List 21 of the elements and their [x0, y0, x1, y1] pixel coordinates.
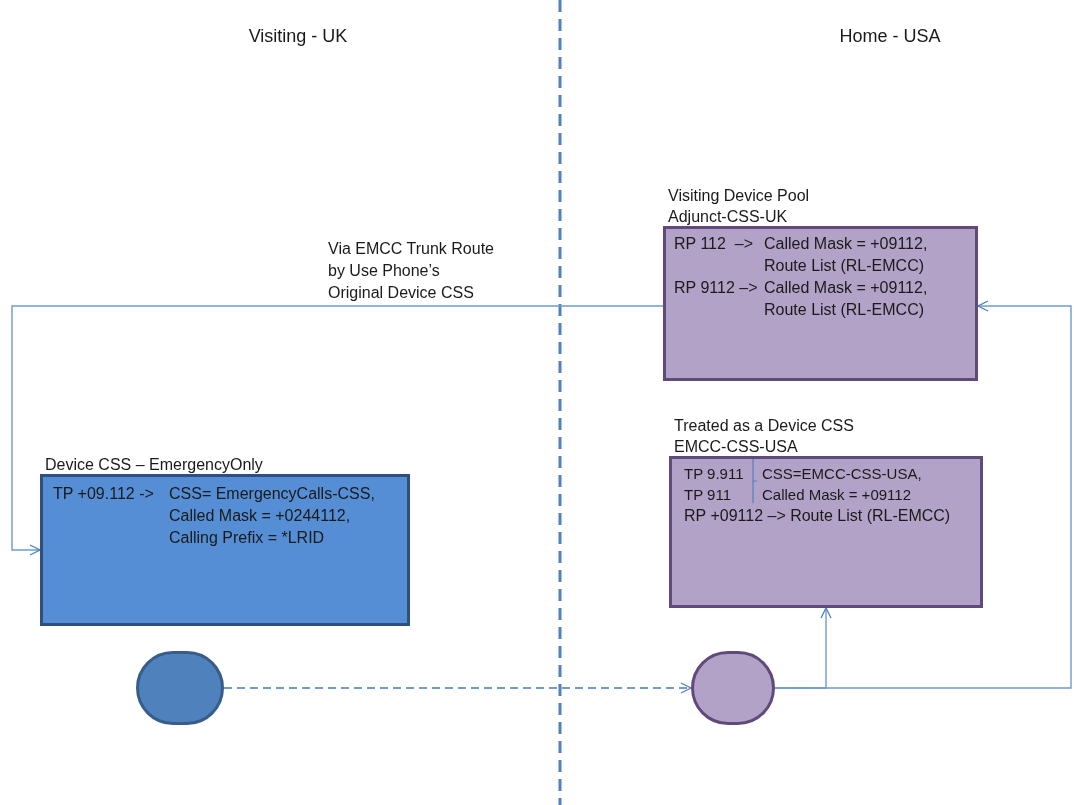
- connector-arrow: [223, 682, 692, 694]
- box-text: TP +09.112 ->: [53, 484, 155, 504]
- connector-arrow: [774, 300, 1072, 689]
- box-text: TP 9.911: [684, 464, 745, 484]
- box-heading: Adjunct-CSS-UK: [668, 207, 789, 227]
- box-heading: Device CSS – EmergencyOnly: [45, 455, 263, 475]
- box-text: Called Mask = +09112, Route List (RL-EMCC): [764, 234, 929, 276]
- box-text: RP 9112 –>: [674, 278, 759, 298]
- box-heading: EMCC-CSS-USA: [674, 437, 799, 457]
- box-text: RP 112 –>: [674, 234, 755, 254]
- box-text: TP 911: [684, 485, 732, 505]
- box-text: CSS= EmergencyCalls-CSS, Called Mask = +0244112, Calling Prefix = *LRID: [169, 484, 376, 548]
- connector-arrow: [11, 305, 664, 556]
- box-heading: Visiting Device Pool: [668, 186, 810, 206]
- box-text: RP +09112 –> Route List (RL-EMCC): [684, 506, 952, 526]
- edge-label: Via EMCC Trunk Route by Use Phone’s Original Device CSS: [328, 239, 495, 303]
- box-text: Called Mask = +09112, Route List (RL-EMCC): [764, 278, 929, 320]
- region-title: Visiting - UK: [247, 25, 349, 48]
- box-text: CSS=EMCC-CSS-USA, Called Mask = +09112: [762, 464, 923, 505]
- region-title: Home - USA: [838, 25, 942, 48]
- box-heading: Treated as a Device CSS: [674, 416, 854, 436]
